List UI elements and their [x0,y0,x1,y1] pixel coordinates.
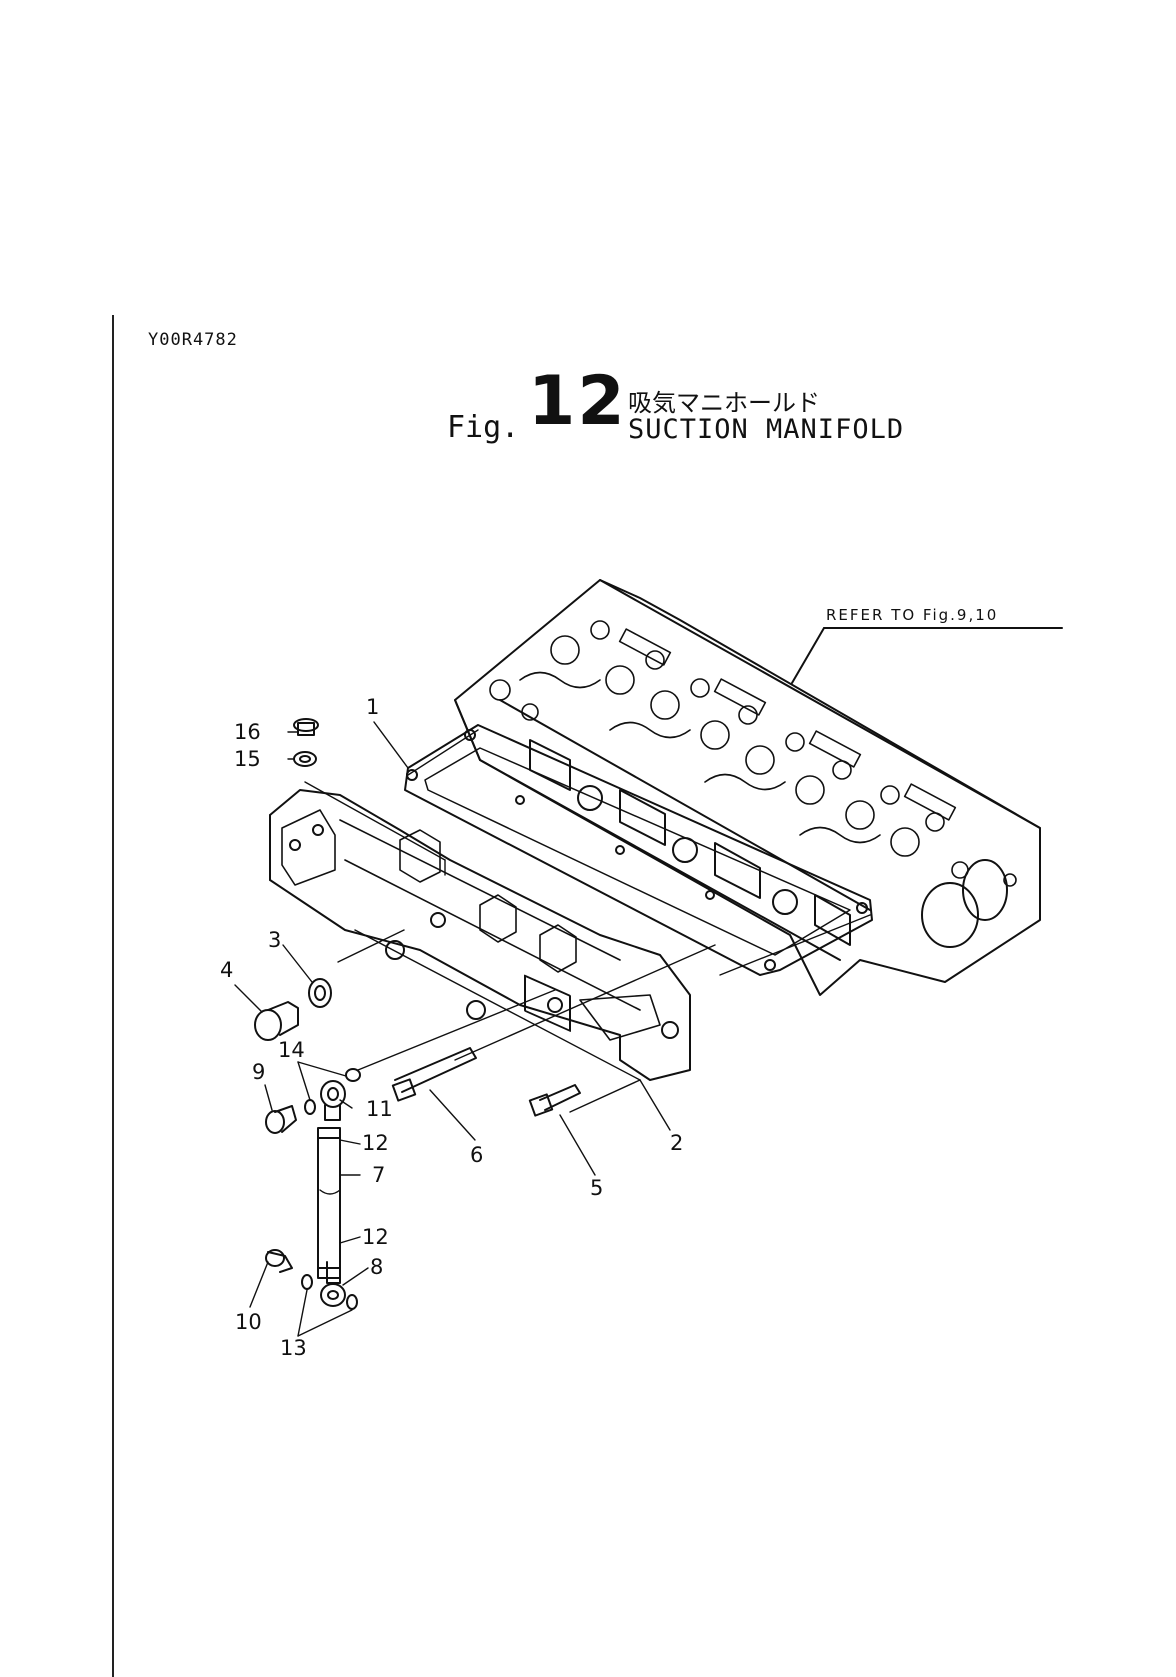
part-4-plug [255,1002,298,1040]
intake-manifold [270,790,690,1080]
callout-11: 11 [366,1099,393,1120]
callout-13: 13 [280,1338,307,1359]
callout-8: 8 [370,1257,383,1278]
part-3-washer [309,979,331,1007]
cylinder-head [455,580,1040,1031]
callout-7: 7 [372,1165,385,1186]
callout-16: 16 [234,722,261,743]
part-7-pipe [318,1128,340,1278]
callout-1: 1 [366,697,379,718]
callout-6: 6 [470,1145,483,1166]
callout-15: 15 [234,749,261,770]
part-9-bolt [266,1106,296,1133]
callout-14: 14 [278,1040,305,1061]
reference-leader [792,628,1062,683]
callout-12-lower: 12 [362,1227,389,1248]
callout-9: 9 [252,1062,265,1083]
callout-3: 3 [268,930,281,951]
callout-5: 5 [590,1178,603,1199]
callout-4: 4 [220,960,233,981]
part-10-bolt [266,1250,292,1272]
callout-2: 2 [670,1133,683,1154]
part-15-washer [294,752,316,766]
callout-10: 10 [235,1312,262,1333]
callout-12-upper: 12 [362,1133,389,1154]
assembly-lines [305,730,870,1112]
